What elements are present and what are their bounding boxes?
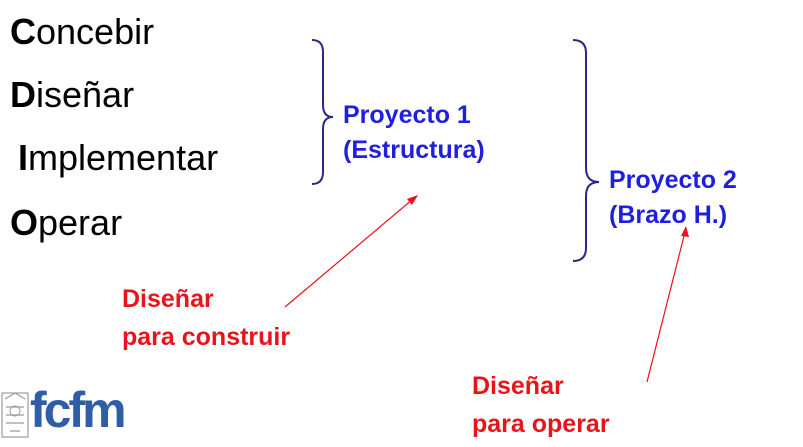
phase-implementar: Implementar — [18, 140, 218, 176]
project-2-title: Proyecto 2 — [609, 166, 737, 194]
note-disenar-operar: Diseñar para operar — [472, 367, 610, 443]
phase-concebir: Concebir — [10, 14, 154, 50]
note-1-line1: Diseñar — [122, 285, 214, 313]
project-1-label: Proyecto 1 (Estructura) — [343, 98, 485, 168]
phase-rest: perar — [38, 202, 123, 243]
phase-initial: C — [10, 11, 36, 52]
brace-project-2 — [572, 39, 600, 262]
phase-operar: Operar — [10, 205, 122, 241]
arrow-operar-line — [646, 231, 686, 383]
note-2-line2: para operar — [472, 410, 610, 438]
brace-project-1 — [311, 39, 334, 185]
phase-initial: D — [10, 74, 36, 115]
phase-rest: iseñar — [36, 74, 135, 115]
arrow-operar-head — [681, 226, 689, 237]
note-disenar-construir: Diseñar para construir — [122, 280, 290, 356]
phase-initial: I — [18, 137, 29, 178]
project-2-label: Proyecto 2 (Brazo H.) — [609, 163, 737, 233]
project-1-subtitle: (Estructura) — [343, 136, 485, 164]
phase-initial: O — [10, 202, 39, 243]
arrow-construir-head — [407, 195, 418, 205]
logo-text: fcfm — [30, 382, 127, 438]
seal-icon — [0, 387, 32, 442]
project-2-subtitle: (Brazo H.) — [609, 201, 728, 229]
phase-rest: oncebir — [36, 11, 155, 52]
project-1-title: Proyecto 1 — [343, 101, 471, 129]
phase-rest: mplementar — [28, 137, 219, 178]
phase-disenar: Diseñar — [10, 77, 134, 113]
fcfm-logo: fcfm — [0, 375, 127, 447]
note-2-line1: Diseñar — [472, 372, 564, 400]
arrow-construir-line — [284, 198, 414, 308]
note-1-line2: para construir — [122, 323, 291, 351]
